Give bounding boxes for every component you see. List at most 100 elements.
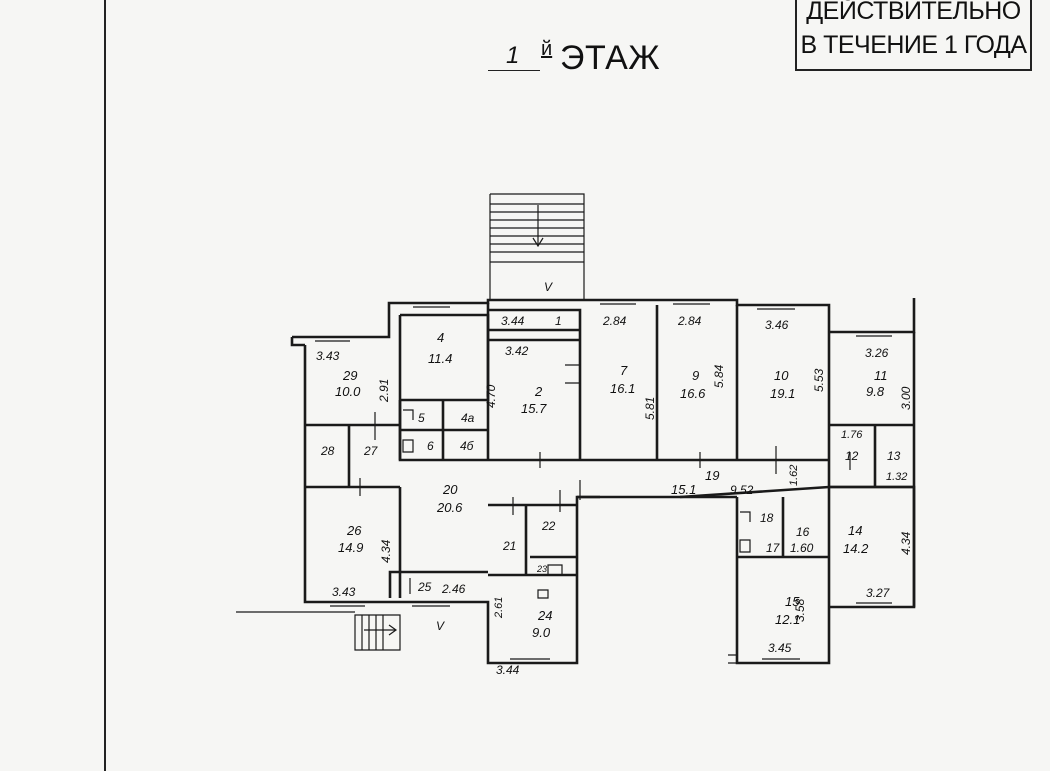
corridor-bottom-wall: [488, 485, 830, 507]
stair-top-steps: [490, 203, 584, 253]
r11-dim-1: 3.26: [865, 346, 889, 360]
r18-num: 18: [760, 511, 774, 525]
stair-bottom: [236, 611, 401, 651]
room-labels: 3.44 1 3.42 2 15.7 4.70 4 11.4 5 4а 6 4б…: [316, 280, 913, 677]
r29-area: 10.0: [335, 384, 361, 399]
r12-dim: 1.76: [841, 429, 863, 441]
r9-dim-2: 5.84: [712, 364, 726, 388]
r13-dim: 1.32: [886, 471, 907, 483]
r9-num: 9: [692, 368, 699, 383]
r25-dim: 2.46: [441, 582, 466, 596]
r11-dim-2: 3.00: [899, 386, 913, 410]
r14-num: 14: [848, 523, 862, 538]
r11-num: 11: [874, 368, 888, 383]
stair-top: [489, 193, 585, 300]
r5-num: 5: [418, 411, 425, 425]
r1-dim-1: 3.44: [501, 314, 525, 328]
entrance-mark-top: V: [544, 280, 553, 294]
wall-12-13: [829, 425, 914, 489]
r24-num: 24: [537, 608, 552, 623]
stamp-line-2: В ТЕЧЕНИЕ 1 ГОДА: [800, 31, 1027, 59]
wall-21-22: [488, 505, 577, 577]
r15-num: 15: [785, 594, 800, 609]
stair-bottom-arrow: [364, 624, 398, 636]
r28-num: 28: [320, 444, 335, 458]
r19-area: 15.1: [671, 482, 696, 497]
fixtures: [402, 409, 751, 599]
r20-area: 20.6: [436, 500, 463, 515]
floor-number-underline: [488, 70, 540, 71]
r9-dim-1: 2.84: [677, 314, 702, 328]
r23-num: 23: [536, 564, 547, 574]
r14-area: 14.2: [843, 541, 869, 556]
r19-dim-1: 9.52: [730, 483, 754, 497]
validity-stamp: ДЕЙСТВИТЕЛЬНО В ТЕЧЕНИЕ 1 ГОДА: [795, 0, 1032, 71]
windows: [315, 299, 892, 664]
r29-dim-1: 3.43: [316, 349, 340, 363]
outer-wall: [292, 298, 916, 665]
r26-area: 14.9: [338, 540, 363, 555]
floor-suffix: й: [541, 38, 553, 60]
r7-num: 7: [620, 363, 628, 378]
r21-num: 21: [502, 539, 516, 553]
outer-left-wall: [290, 337, 305, 347]
r6-num: 6: [427, 439, 434, 453]
r24-dim-2: 3.44: [496, 663, 520, 677]
entrance-mark-bottom: V: [436, 619, 445, 633]
r2-area: 15.7: [521, 401, 547, 416]
r1-num: 1: [555, 314, 562, 328]
stair-arrow: [532, 205, 544, 248]
r10-dim-1: 3.46: [765, 318, 789, 332]
r20-num: 20: [442, 482, 458, 497]
r24-dim-1: 2.61: [493, 597, 505, 619]
r7-area: 16.1: [610, 381, 635, 396]
r2-dim-2: 4.70: [484, 384, 498, 408]
r7-dim-2: 5.81: [643, 397, 657, 420]
r12-num: 12: [845, 449, 859, 463]
r26-dim-2: 3.43: [332, 585, 356, 599]
r4-num: 4: [437, 330, 444, 345]
r4b-num: 4б: [460, 439, 475, 453]
r26-dim-1: 4.34: [379, 539, 393, 563]
wall-5-6: [398, 400, 488, 462]
floor-number: 1: [506, 42, 520, 69]
r19-num: 19: [705, 468, 719, 483]
stamp-line-1: ДЕЙСТВИТЕЛЬНО: [806, 0, 1021, 25]
r4a-num: 4а: [461, 411, 475, 425]
r10-area: 19.1: [770, 386, 795, 401]
r9-area: 16.6: [680, 386, 706, 401]
r26-num: 26: [346, 523, 362, 538]
r14-dim-2: 3.27: [866, 586, 891, 600]
r29-num: 29: [342, 368, 357, 383]
r2-dim-1: 3.42: [505, 344, 529, 358]
r16-num: 16: [796, 525, 810, 539]
r4-area: 11.4: [428, 351, 452, 366]
r15-area: 12.1: [775, 612, 800, 627]
r25-num: 25: [417, 580, 432, 594]
r16-dim: 1.60: [790, 541, 814, 555]
r11-area: 9.8: [866, 384, 885, 399]
r27-num: 27: [363, 444, 379, 458]
r22-num: 22: [541, 519, 556, 533]
r29-dim-2: 2.91: [377, 379, 391, 403]
binder-margin-line: [104, 0, 106, 771]
walls: [290, 298, 916, 665]
r7-dim-1: 2.84: [602, 314, 627, 328]
r15-dim-1: 3.58: [793, 598, 807, 622]
entry-bottom: [728, 654, 737, 664]
floor-word: ЭТАЖ: [560, 39, 661, 77]
r14-dim-1: 4.34: [899, 531, 913, 555]
details: [236, 193, 892, 664]
r17-num: 17: [766, 541, 781, 555]
r2-num: 2: [534, 384, 543, 399]
wall-27-28: [305, 425, 400, 489]
r10-num: 10: [774, 368, 789, 383]
wall-1-2: [486, 303, 582, 460]
door-marks: [359, 364, 851, 515]
r13-num: 13: [887, 449, 901, 463]
r24-area: 9.0: [532, 625, 551, 640]
r10-dim-2: 5.53: [812, 368, 826, 392]
wall-16-17: [737, 497, 829, 559]
